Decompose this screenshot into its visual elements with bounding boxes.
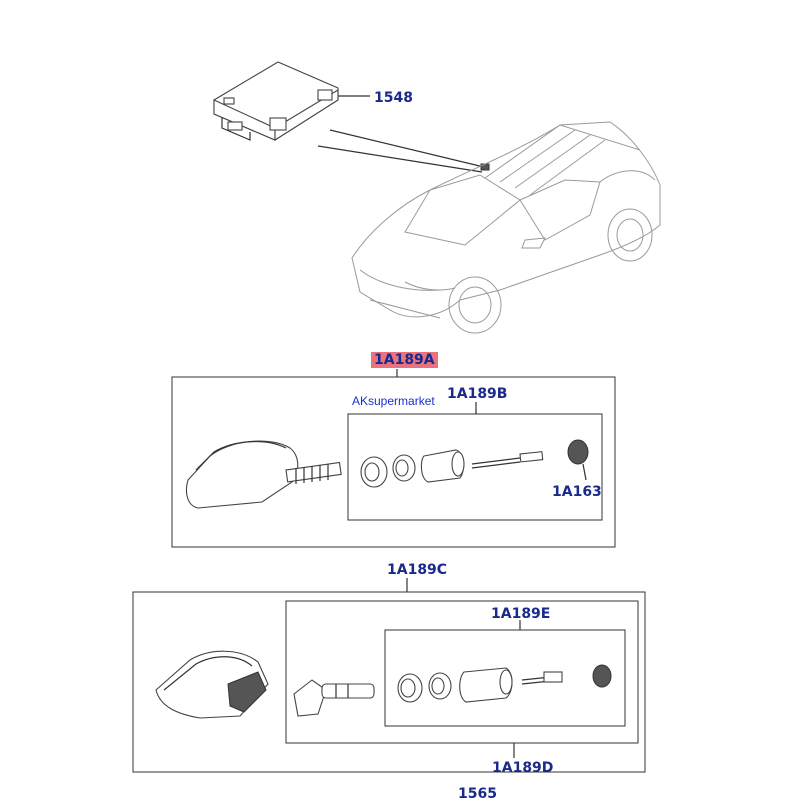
kit-a-frame (171, 376, 616, 548)
kit-d-frame (285, 600, 639, 744)
callout-1a189a: 1A189A (371, 352, 438, 368)
valve-parts-e-illustration (397, 664, 612, 703)
leader-module-to-car (329, 129, 489, 169)
tpms-sensor-c-illustration (155, 650, 269, 719)
callout-1a189b: 1A189B (447, 386, 508, 402)
kit-c-frame (132, 591, 646, 773)
tpms-sensor-a-illustration (185, 440, 342, 509)
callout-1a189e: 1A189E (491, 606, 551, 622)
vehicle-illustration (351, 121, 661, 334)
callout-1548: 1548 (374, 90, 413, 106)
callout-1565: 1565 (458, 786, 497, 802)
valve-stem-d-illustration (293, 679, 375, 717)
tpms-module-illustration (213, 61, 339, 142)
kit-e-frame (384, 629, 626, 727)
watermark-text: AKsupermarket (352, 394, 435, 408)
kit-b-frame (347, 413, 603, 521)
callout-1a189d: 1A189D (492, 760, 554, 776)
callout-1a163: 1A163 (552, 484, 602, 500)
callout-1a189c: 1A189C (387, 562, 448, 578)
leader-module-to-car-2 (317, 145, 483, 173)
valve-parts-b-illustration (360, 439, 589, 488)
